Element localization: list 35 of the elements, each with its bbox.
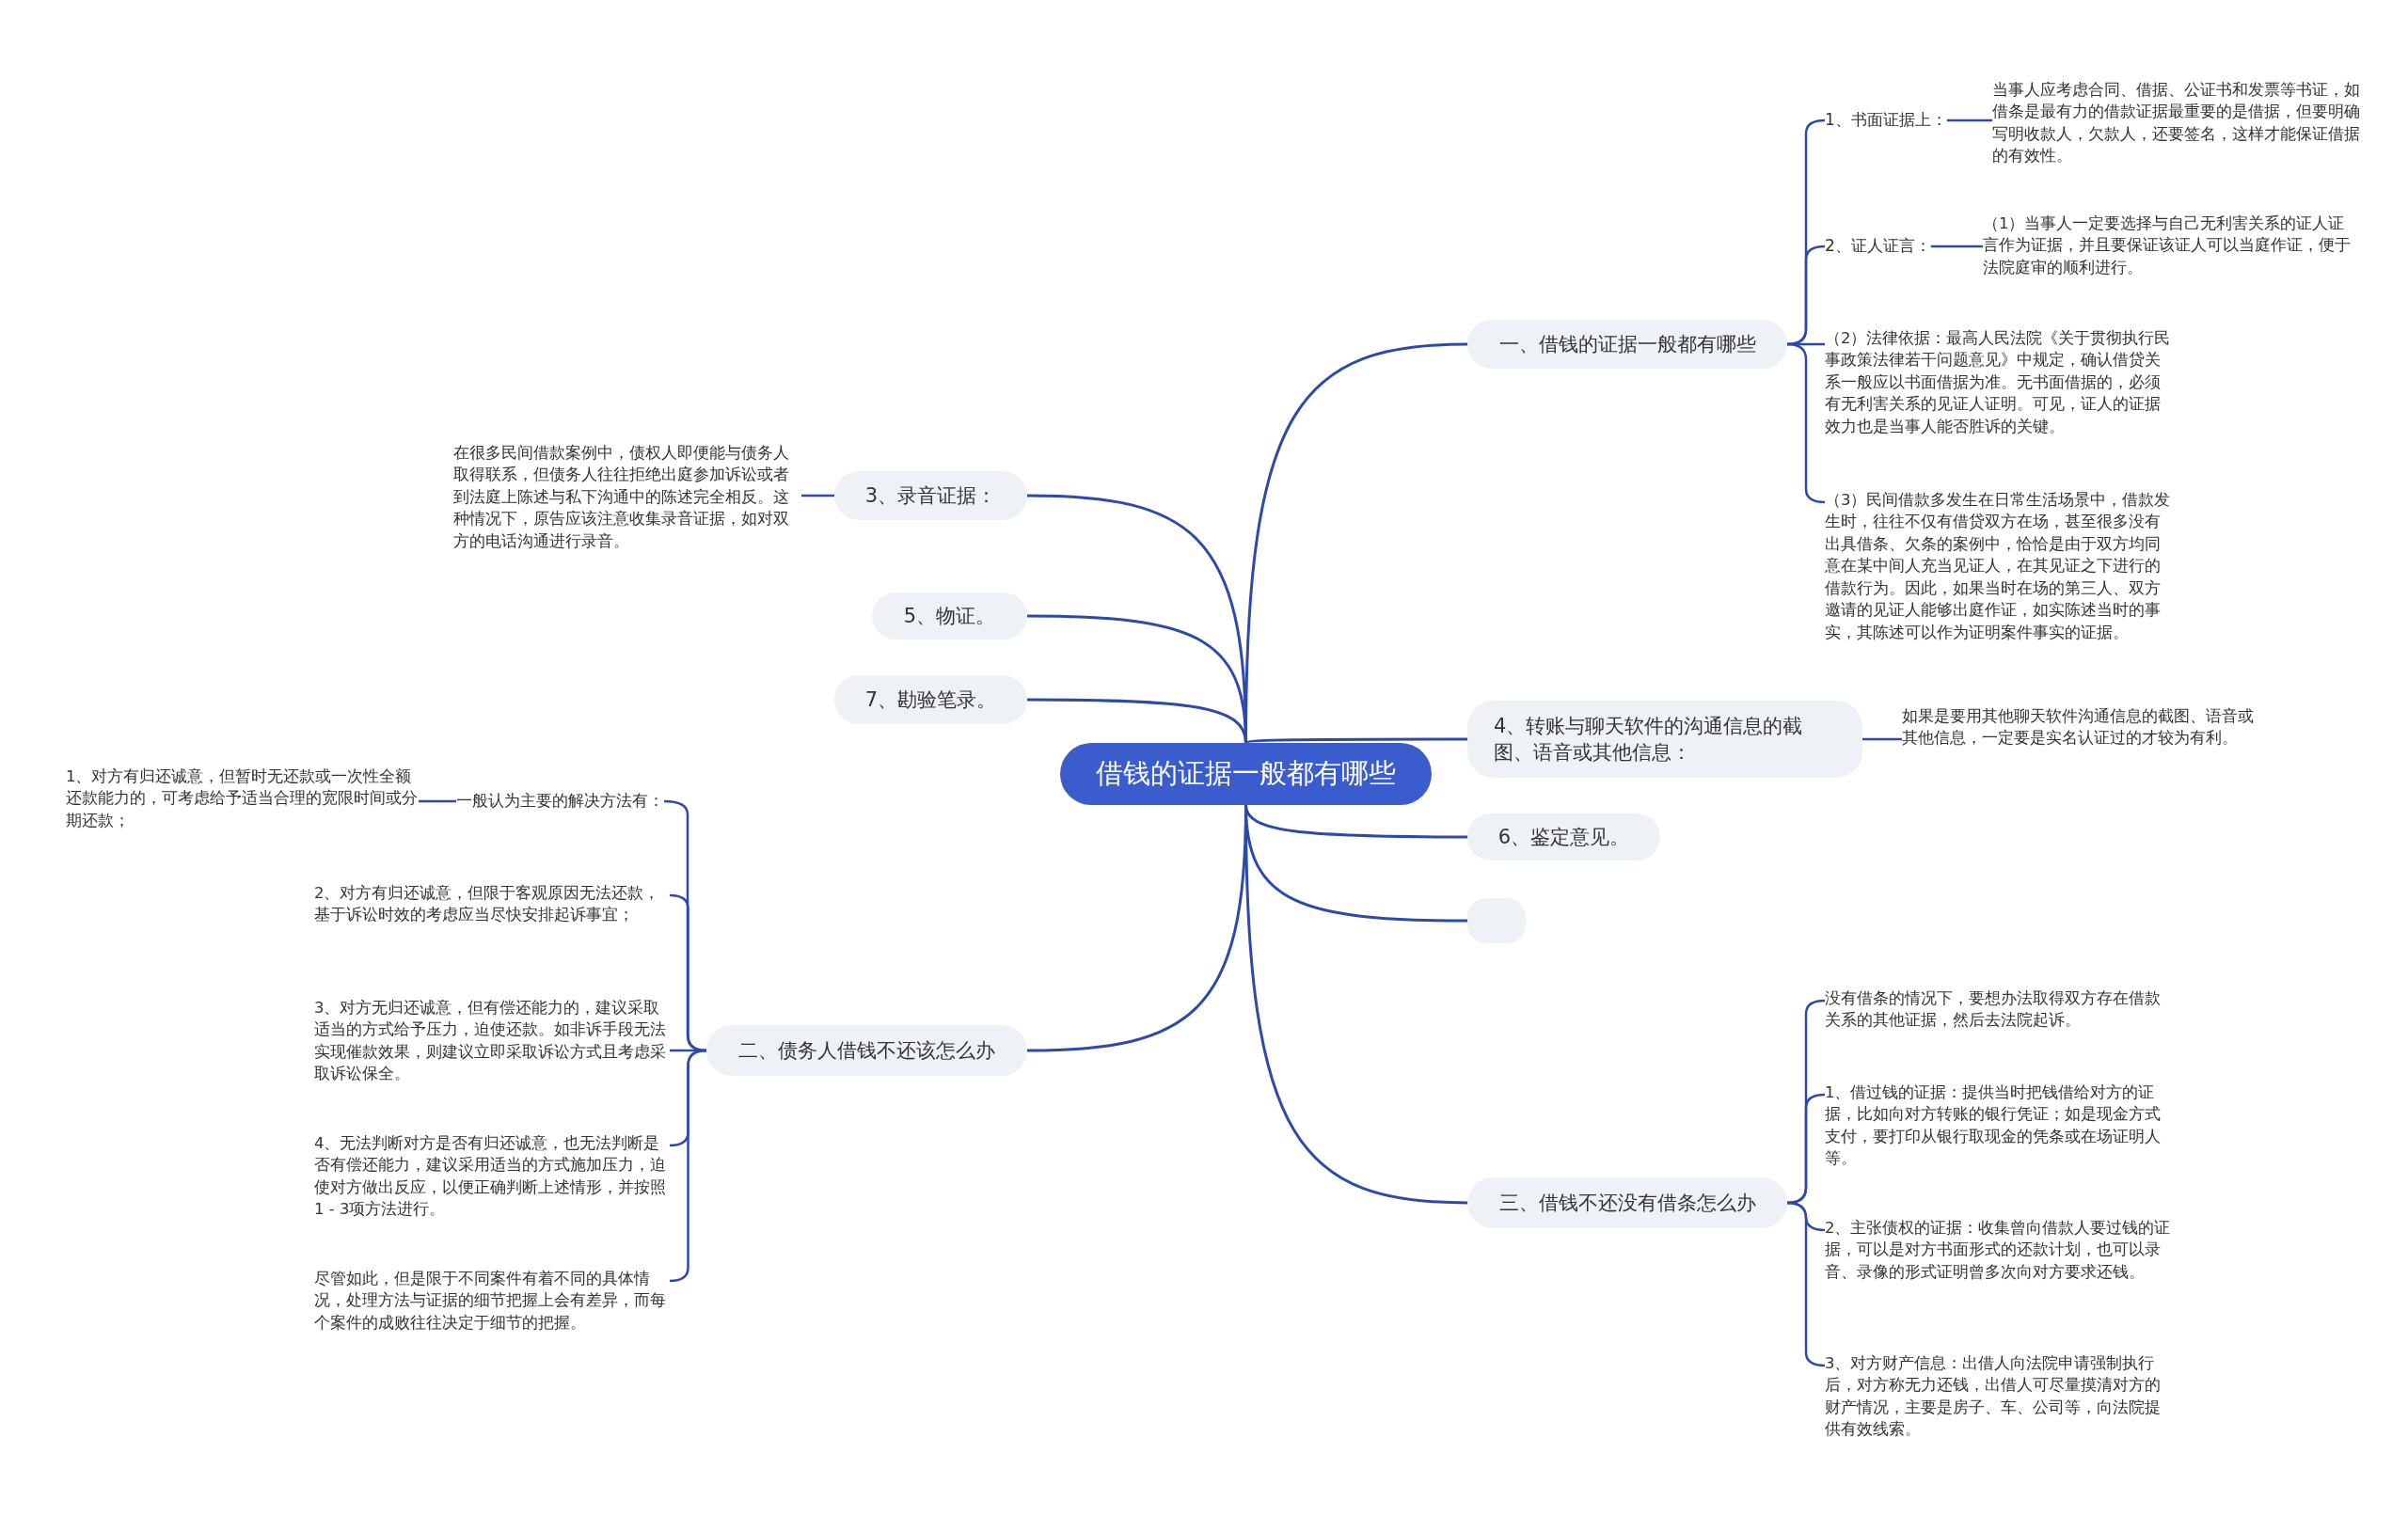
connector-line — [801, 494, 834, 497]
topic-label: 2、证人证言： — [1825, 235, 1931, 258]
topic-pill: 三、借钱不还没有借条怎么办 — [1467, 1177, 1787, 1228]
note-text: （1）当事人一定要选择与自己无利害关系的证人证言作为证据，并且要保证该证人可以当庭作证，便于法院庭审的顺利进行。 — [1983, 213, 2359, 279]
empty-topic-pill — [1467, 898, 1526, 943]
topic-pill: 一、借钱的证据一般都有哪些 — [1467, 320, 1787, 369]
topic-pill: 二、债务人借钱不还该怎么办 — [706, 1025, 1027, 1076]
connector-line — [419, 799, 456, 803]
note-text: 2、对方有归还诚意，但限于客观原因无法还款，基于诉讼时效的考虑应当尽快安排起诉事宜； — [314, 882, 670, 926]
connector-line — [1244, 737, 1467, 745]
connector-line — [1930, 245, 1983, 248]
note-text: 4、无法判断对方是否有归还诚意，也无法判断是否有偿还能力，建议采用适当的方式施加压力，迫使对方做出反应，以便正确判断上述情形，并按照1 - 3项方法进行。 — [314, 1132, 670, 1221]
note-text: 尽管如此，但是限于不同案件有着不同的具体情况，处理方法与证据的细节把握上会有差异，而每个案件的成败往往决定于细节的把握。 — [314, 1268, 670, 1334]
topic-pill: 7、勘验笔录。 — [834, 675, 1027, 724]
topic-pill: 5、物证。 — [872, 592, 1027, 640]
central-topic: 借钱的证据一般都有哪些 — [1060, 743, 1432, 805]
note-text: 在很多民间借款案例中，债权人即便能与债务人取得联系，但债务人往往拒绝出庭参加诉讼或者到法庭上陈述与私下沟通中的陈述完全相反。这种情况下，原告应该注意收集录音证据，如对双方的电话沟通进行录音。 — [453, 442, 801, 553]
topic-pill: 4、转账与聊天软件的沟通信息的截图、语音或其他信息： — [1467, 701, 1862, 778]
note-text: 没有借条的情况下，要想办法取得双方存在借款关系的其他证据，然后去法院起诉。 — [1825, 987, 2173, 1032]
note-text: （3）民间借款多发生在日常生活场景中，借款发生时，往往不仅有借贷双方在场，甚至很多没有出具借条、欠条的案例中，恰恰是由于双方均同意在某中间人充当见证人，在其见证之下进行的借款行为。因此，如果当时在场的第三人、双方邀请的见证人能够出庭作证，如实陈述当时的事实，其陈述可以作为证明案件事实的证据。 — [1825, 489, 2173, 643]
note-text: 2、主张债权的证据：收集曾向借款人要过钱的证据，可以是对方书面形式的还款计划，也可以录音、录像的形式证明曾多次向对方要求还钱。 — [1825, 1217, 2173, 1284]
note-text: 1、对方有归还诚意，但暂时无还款或一次性全额还款能力的，可考虑给予适当合理的宽限时间或分期还款； — [66, 766, 419, 832]
note-text: （2）法律依据：最高人民法院《关于贯彻执行民事政策法律若干问题意见》中规定，确认借贷关系一般应以书面借据为准。无书面借据的，必须有无利害关系的见证人证明。可见，证人的证据效力也是当事人能否胜诉的关键。 — [1825, 327, 2173, 438]
note-text: 当事人应考虑合同、借据、公证书和发票等书证，如借条是最有力的借款证据最重要的是借据，但要明确写明收款人，欠款人，还要签名，这样才能保证借据的有效性。 — [1992, 79, 2368, 167]
note-text: 1、借过钱的证据：提供当时把钱借给对方的证据，比如向对方转账的银行凭证；如是现金方式支付，要打印从银行取现金的凭条或在场证明人等。 — [1825, 1082, 2173, 1170]
note-text: 如果是要用其他聊天软件沟通信息的截图、语音或其他信息，一定要是实名认证过的才较为有利。 — [1902, 705, 2269, 750]
connector-line — [1027, 698, 1247, 744]
connector-line — [1862, 737, 1902, 741]
topic-label: 一般认为主要的解决方法有： — [456, 790, 664, 813]
topic-pill: 3、录音证据： — [834, 471, 1027, 520]
note-text: 3、对方财产信息：出借人向法院申请强制执行后，对方称无力还钱，出借人可尽量摸清对方的财产情况，主要是房子、车、公司等，向法院提供有效线索。 — [1825, 1352, 2173, 1441]
topic-label: 1、书面证据上： — [1825, 109, 1947, 132]
topic-pill: 6、鉴定意见。 — [1467, 813, 1660, 861]
connector-line — [1946, 118, 1992, 122]
note-text: 3、对方无归还诚意，但有偿还能力的，建议采取适当的方式给予压力，迫使还款。如非诉手段无法实现催款效果，则建议立即采取诉讼方式且考虑采取诉讼保全。 — [314, 997, 670, 1085]
